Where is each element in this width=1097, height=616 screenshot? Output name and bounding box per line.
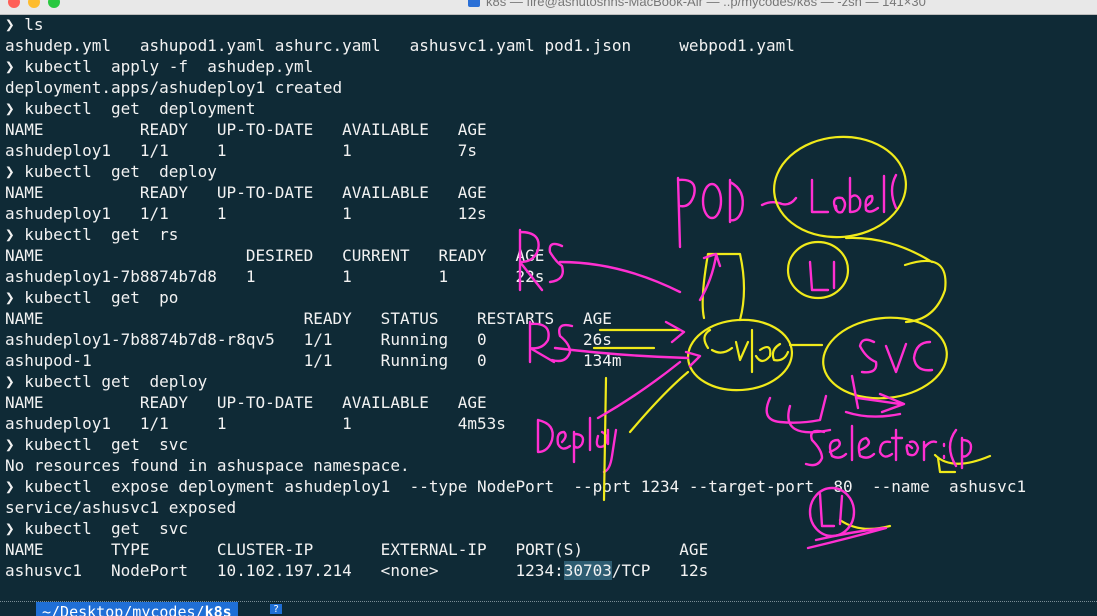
- command-line: ❯ ls: [5, 14, 1095, 35]
- command-text: kubectl get svc: [24, 435, 189, 454]
- output-line: NAME READY UP-TO-DATE AVAILABLE AGE: [5, 119, 1095, 140]
- command-line: ❯ kubectl expose deployment ashudeploy1 …: [5, 476, 1095, 497]
- command-text: kubectl get svc: [24, 519, 189, 538]
- output-text: No resources found in ashuspace namespac…: [5, 456, 410, 475]
- prompt-symbol: ❯: [5, 435, 25, 454]
- output-line: ashupod-1 1/1 Running 0 134m: [5, 350, 1095, 371]
- prompt-symbol: ❯: [5, 99, 25, 118]
- window-title: k8s — fire@ashutoshhs-MacBook-Air — ..p/…: [486, 0, 926, 9]
- output-line: No resources found in ashuspace namespac…: [5, 455, 1095, 476]
- annotation-l1-bottom-circle: [808, 486, 856, 538]
- command-text: kubectl get deploy: [24, 372, 208, 391]
- prompt-symbol: ❯: [5, 162, 25, 181]
- prompt-status-bar: ~/Desktop/mycodes/k8s ?: [0, 601, 1097, 616]
- selected-port[interactable]: 30703: [563, 561, 612, 580]
- prompt-symbol: ❯: [5, 477, 25, 496]
- output-text: ashudeploy1 1/1 1 1 4m53s: [5, 414, 506, 433]
- annotation-svc-selector-link: [787, 374, 860, 434]
- window-titlebar: k8s — fire@ashutoshhs-MacBook-Air — ..p/…: [0, 0, 1097, 15]
- output-line: ashudeploy1-7b8874b7d8-r8qv5 1/1 Running…: [5, 329, 1095, 350]
- command-line: ❯ kubectl get po: [5, 287, 1095, 308]
- output-text: NAME TYPE CLUSTER-IP EXTERNAL-IP PORT(S)…: [5, 540, 709, 559]
- output-text: ashupod-1 1/1 Running 0 134m: [5, 351, 622, 370]
- annotation-yellow-connectors: [592, 236, 992, 531]
- output-line: ashudeploy1 1/1 1 1 12s: [5, 203, 1095, 224]
- annotation-selector: [804, 424, 973, 470]
- command-line: ❯ kubectl get svc: [5, 434, 1095, 455]
- minimize-window-button[interactable]: [28, 0, 40, 8]
- prompt-symbol: ❯: [5, 15, 25, 34]
- folder-icon: [468, 0, 480, 7]
- output-line: NAME READY UP-TO-DATE AVAILABLE AGE: [5, 182, 1095, 203]
- command-line: ❯ kubectl get svc: [5, 518, 1095, 539]
- output-line: ashudeploy1 1/1 1 1 7s: [5, 140, 1095, 161]
- output-line: NAME TYPE CLUSTER-IP EXTERNAL-IP PORT(S)…: [5, 539, 1095, 560]
- annotation-label-circle: [773, 135, 907, 239]
- command-text: kubectl get po: [24, 288, 179, 307]
- output-text: deployment.apps/ashudeploy1 created: [5, 78, 343, 97]
- command-line: ❯ kubectl get deployment: [5, 98, 1095, 119]
- command-line: ❯ kubectl get deploy: [5, 371, 1095, 392]
- output-text: NAME DESIRED CURRENT READY AGE: [5, 246, 545, 265]
- output-line: NAME DESIRED CURRENT READY AGE: [5, 245, 1095, 266]
- command-text: kubectl apply -f ashudep.yml: [24, 57, 314, 76]
- annotation-l1-top-circle: [786, 240, 850, 300]
- annotation-pod: [676, 176, 744, 249]
- command-text: kubectl expose deployment ashudeploy1 --…: [24, 477, 1027, 496]
- prompt-symbol: ❯: [5, 519, 25, 538]
- output-line: NAME READY UP-TO-DATE AVAILABLE AGE: [5, 392, 1095, 413]
- annotation-svc: [858, 338, 934, 374]
- output-text: ashudeploy1 1/1 1 1 12s: [5, 204, 487, 223]
- output-text: NAME READY UP-TO-DATE AVAILABLE AGE: [5, 393, 487, 412]
- prompt-symbol: ❯: [5, 57, 25, 76]
- prompt-symbol: ❯: [5, 225, 25, 244]
- output-line: deployment.apps/ashudeploy1 created: [5, 77, 1095, 98]
- output-text: ashudep.yml ashupod1.yaml ashurc.yaml as…: [5, 36, 795, 55]
- annotation-label: [760, 173, 898, 214]
- annotation-pink-arrows: [553, 252, 906, 424]
- annotation-l1-bottom: [806, 492, 888, 550]
- command-text: kubectl get deploy: [24, 162, 217, 181]
- command-text: ls: [24, 15, 44, 34]
- output-line: ashudeploy1 1/1 1 1 4m53s: [5, 413, 1095, 434]
- command-line: ❯ kubectl get rs: [5, 224, 1095, 245]
- output-line: service/ashusvc1 exposed: [5, 497, 1095, 518]
- current-directory: ~/Desktop/mycodes/k8s: [36, 602, 238, 616]
- git-status-icon: ?: [270, 604, 282, 615]
- output-text: service/ashusvc1 exposed: [5, 498, 237, 517]
- output-text: NAME READY UP-TO-DATE AVAILABLE AGE: [5, 120, 487, 139]
- maximize-window-button[interactable]: [48, 0, 60, 8]
- command-line: ❯ kubectl get deploy: [5, 161, 1095, 182]
- close-window-button[interactable]: [8, 0, 20, 8]
- prompt-symbol: ❯: [5, 288, 25, 307]
- output-text: ashudeploy1 1/1 1 1 7s: [5, 141, 478, 160]
- output-text: ashudeploy1-7b8874b7d8-r8qv5 1/1 Running…: [5, 330, 612, 349]
- annotation-cyhe: [703, 328, 790, 374]
- annotation-rs-top: [518, 228, 564, 292]
- output-text: /TCP 12s: [611, 561, 709, 580]
- output-text: NAME READY UP-TO-DATE AVAILABLE AGE: [5, 183, 487, 202]
- command-line: ❯ kubectl apply -f ashudep.yml: [5, 56, 1095, 77]
- output-text: ashusvc1 NodePort 10.102.197.214 <none> …: [5, 561, 564, 580]
- prompt-symbol: ❯: [5, 372, 25, 391]
- annotation-rs-bottom: [528, 320, 574, 364]
- command-text: kubectl get rs: [24, 225, 179, 244]
- output-line: ashusvc1 NodePort 10.102.197.214 <none> …: [5, 560, 1095, 581]
- annotation-svc-circle: [822, 316, 948, 400]
- output-line: ashudep.yml ashupod1.yaml ashurc.yaml as…: [5, 35, 1095, 56]
- annotation-l1-top: [808, 260, 836, 292]
- command-text: kubectl get deployment: [24, 99, 256, 118]
